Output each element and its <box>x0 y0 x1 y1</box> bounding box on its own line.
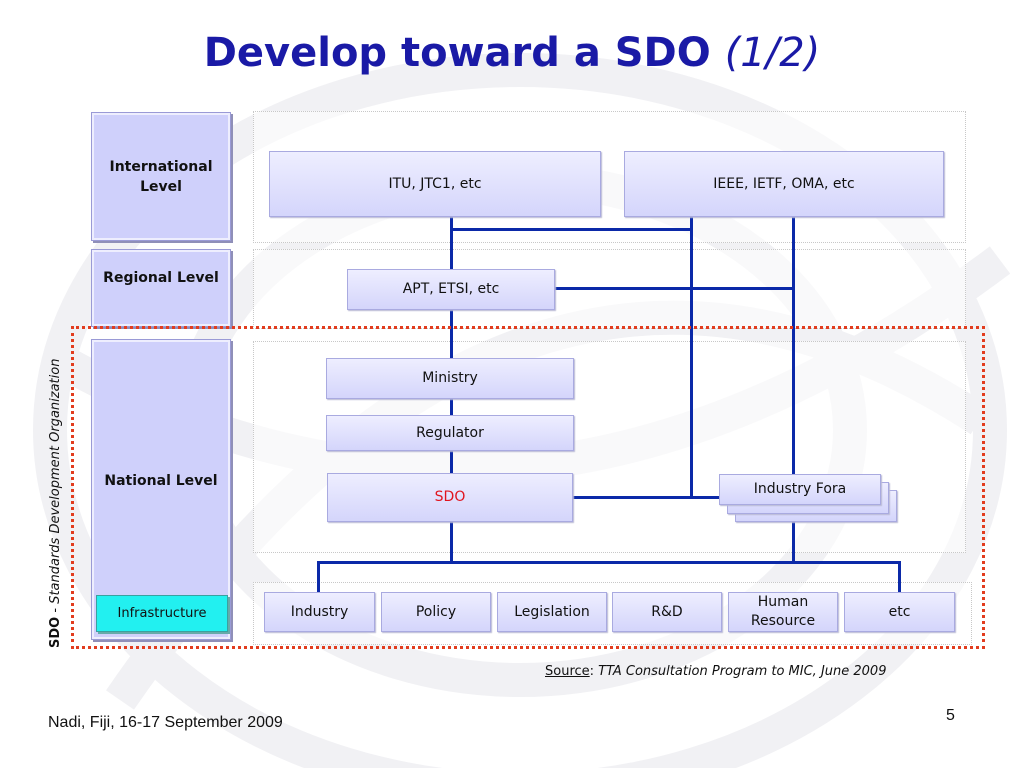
box-itu: ITU, JTC1, etc <box>269 151 601 217</box>
source-note: Source: TTA Consultation Program to MIC,… <box>545 664 886 679</box>
title-sub: (1/2) <box>724 30 821 76</box>
infra-policy: Policy <box>381 592 491 632</box>
side-label: SDO - Standards Development Organization <box>48 288 68 648</box>
infra-legislation: Legislation <box>497 592 607 632</box>
infra-rnd: R&D <box>612 592 722 632</box>
title-main: Develop toward a SDO <box>203 30 711 76</box>
box-ministry: Ministry <box>326 358 574 399</box>
level-regional-label: Regional Level <box>103 270 219 286</box>
source-label: Source <box>545 664 590 679</box>
page-number: 5 <box>946 707 955 724</box>
side-label-abbr: SDO <box>48 616 63 648</box>
infra-etc: etc <box>844 592 955 632</box>
box-ieee: IEEE, IETF, OMA, etc <box>624 151 944 217</box>
level-regional: Regional Level <box>91 249 231 327</box>
box-apt: APT, ETSI, etc <box>347 269 555 310</box>
connector-sdo-fora <box>573 496 719 499</box>
connector-ieee-down <box>690 217 693 499</box>
national-boundary <box>71 326 985 649</box>
connector-infra-drop-6 <box>898 561 901 593</box>
infra-human-resource: Human Resource <box>728 592 838 632</box>
source-colon: : <box>589 664 599 679</box>
connector-ieee-right-down <box>792 217 795 563</box>
side-label-full: Standards Development Organization <box>48 358 63 604</box>
connector-infra-drop-1 <box>317 561 320 593</box>
level-international-label: International Level <box>109 159 213 195</box>
level-national: National Level <box>91 339 231 640</box>
box-industry-fora: Industry Fora <box>719 474 881 505</box>
box-regulator: Regulator <box>326 415 574 451</box>
connector-intl-hbar <box>450 228 693 231</box>
footer-text: Nadi, Fiji, 16-17 September 2009 <box>48 714 283 731</box>
connector-infra-bus <box>317 561 901 564</box>
box-sdo-label: SDO <box>434 489 466 505</box>
side-label-separator: - <box>48 603 63 617</box>
box-sdo: SDO <box>327 473 573 522</box>
level-international: International Level <box>91 112 231 241</box>
infrastructure-label: Infrastructure <box>96 595 228 632</box>
infra-industry: Industry <box>264 592 375 632</box>
connector-apt-right <box>555 287 795 290</box>
source-text: TTA Consultation Program to MIC, June 20… <box>598 664 887 679</box>
level-national-label: National Level <box>104 473 218 489</box>
page-title: Develop toward a SDO (1/2) <box>0 30 1024 76</box>
